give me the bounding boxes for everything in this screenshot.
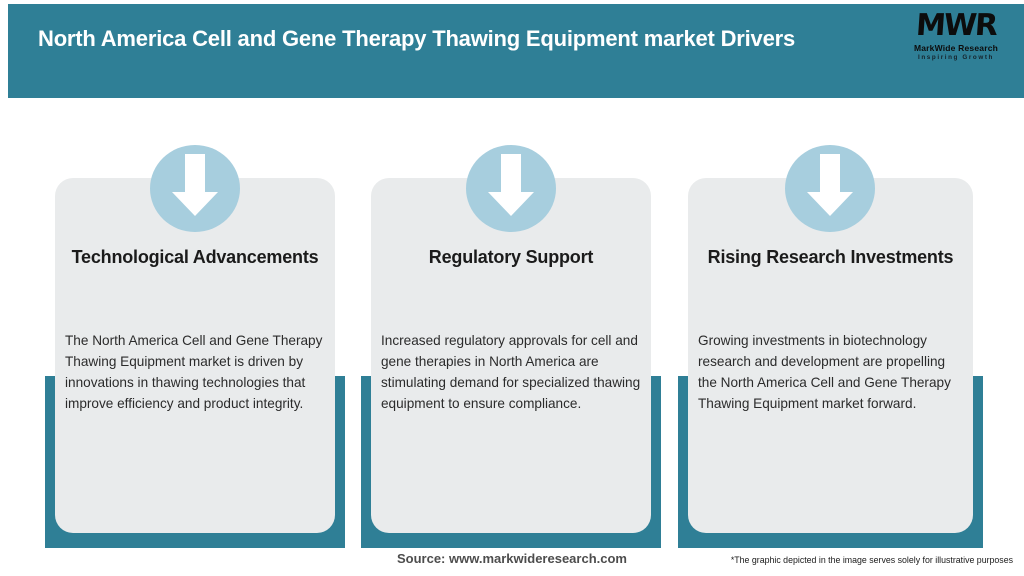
arrow-badge — [785, 145, 875, 232]
logo-company-name: MarkWide Research — [913, 42, 999, 53]
disclaimer-text: *The graphic depicted in the image serve… — [730, 555, 1013, 565]
driver-card-regulatory-support: Regulatory Support Increased regulatory … — [371, 178, 651, 533]
card-body: The North America Cell and Gene Therapy … — [65, 332, 323, 411]
card-title: Technological Advancements — [71, 247, 319, 267]
down-arrow-icon — [172, 154, 218, 216]
card-title: Regulatory Support — [428, 247, 594, 267]
driver-card-rising-research-investments: Rising Research Investments Growing inve… — [688, 178, 973, 533]
card-title: Rising Research Investments — [707, 247, 954, 267]
markwide-logo: MWR MarkWide Research Inspiring Growth — [898, 8, 1014, 61]
down-arrow-icon — [807, 154, 853, 216]
arrow-badge — [150, 145, 240, 232]
page-title: North America Cell and Gene Therapy Thaw… — [38, 26, 796, 51]
card-body: Increased regulatory approvals for cell … — [381, 332, 641, 411]
header-bar: North America Cell and Gene Therapy Thaw… — [8, 4, 1024, 98]
mwr-logo-icon: MWR — [914, 8, 998, 43]
source-text: Source: www.markwideresearch.com — [396, 551, 627, 566]
logo-tagline: Inspiring Growth — [918, 53, 994, 61]
driver-card-technological-advancements: Technological Advancements The North Ame… — [55, 178, 335, 533]
arrow-badge — [466, 145, 556, 232]
card-body: Growing investments in biotechnology res… — [698, 332, 951, 411]
down-arrow-icon — [488, 154, 534, 216]
